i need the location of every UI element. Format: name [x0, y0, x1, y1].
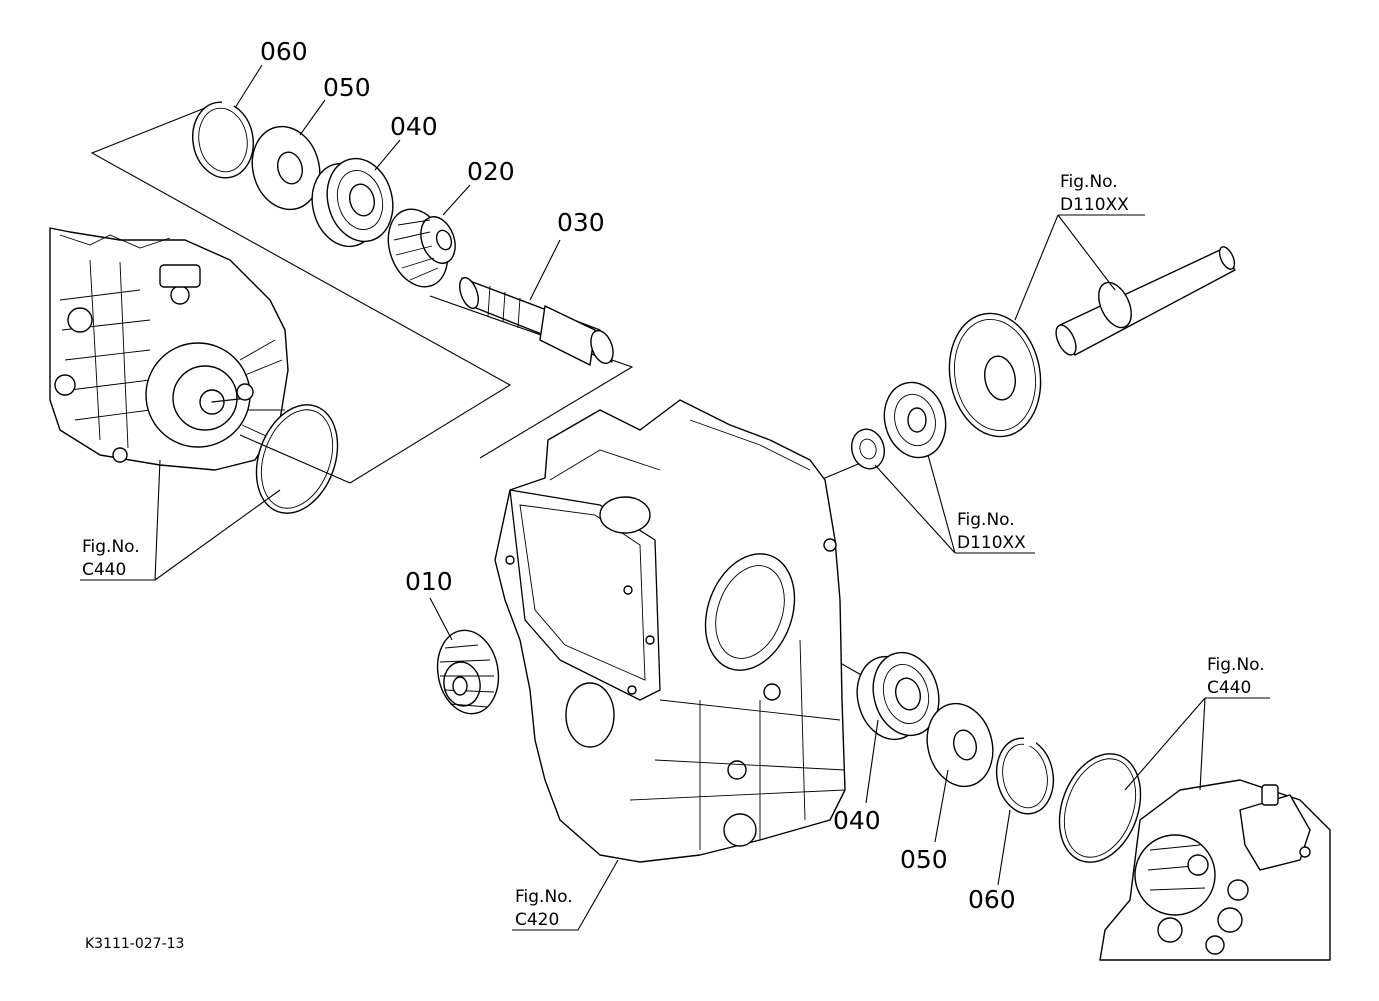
label-snap-ring-top: 060	[260, 37, 308, 66]
fig-ref-c440-right: Fig.No. C440	[1207, 655, 1265, 698]
collar-right	[851, 428, 885, 470]
svg-text:C440: C440	[1207, 678, 1251, 698]
svg-text:C420: C420	[515, 910, 559, 930]
snap-ring-bottom	[995, 736, 1055, 815]
label-shaft: 030	[557, 208, 605, 237]
snap-ring-top	[192, 96, 254, 179]
label-bevel-gear-bottom: 010	[405, 567, 453, 596]
label-snap-ring-bottom: 060	[968, 885, 1016, 914]
bevel-gear-top	[387, 208, 456, 288]
label-bevel-gear-top: 020	[467, 157, 515, 186]
output-shaft	[1055, 246, 1236, 356]
diagram-code: K3111-027-13	[85, 936, 184, 952]
left-housing-assembly	[49, 227, 289, 471]
svg-text:C440: C440	[82, 560, 126, 580]
label-washer-top: 050	[323, 73, 371, 102]
leader-lines	[80, 64, 1270, 931]
bevel-gear-bottom	[436, 629, 500, 715]
fig-ref-c420: Fig.No. C420	[515, 887, 573, 930]
o-ring-right	[1058, 753, 1142, 863]
bearing-bottom	[856, 651, 940, 741]
svg-text:Fig.No.: Fig.No.	[82, 537, 140, 557]
svg-text:D110XX: D110XX	[1060, 195, 1129, 215]
svg-text:Fig.No.: Fig.No.	[1207, 655, 1265, 675]
svg-text:Fig.No.: Fig.No.	[515, 887, 573, 907]
shaft	[459, 277, 614, 366]
bearing-top	[311, 157, 394, 248]
bearing-right	[883, 381, 947, 459]
fig-ref-d110xx-top: Fig.No. D110XX	[1060, 172, 1129, 215]
label-washer-bottom: 050	[900, 845, 948, 874]
svg-text:Fig.No.: Fig.No.	[1060, 172, 1118, 192]
fig-ref-c440-left: Fig.No. C440	[82, 537, 140, 580]
spur-gear	[948, 312, 1042, 438]
label-bearing-bottom: 040	[833, 806, 881, 835]
svg-text:Fig.No.: Fig.No.	[957, 510, 1015, 530]
label-bearing-top: 040	[390, 112, 438, 141]
washer-bottom	[926, 702, 994, 788]
o-ring-left	[255, 404, 339, 514]
svg-text:D110XX: D110XX	[957, 533, 1026, 553]
transmission-case	[494, 399, 846, 863]
right-housing-assembly	[1099, 779, 1331, 961]
washer-top	[251, 125, 321, 211]
fig-ref-d110xx-middle: Fig.No. D110XX	[957, 510, 1026, 553]
